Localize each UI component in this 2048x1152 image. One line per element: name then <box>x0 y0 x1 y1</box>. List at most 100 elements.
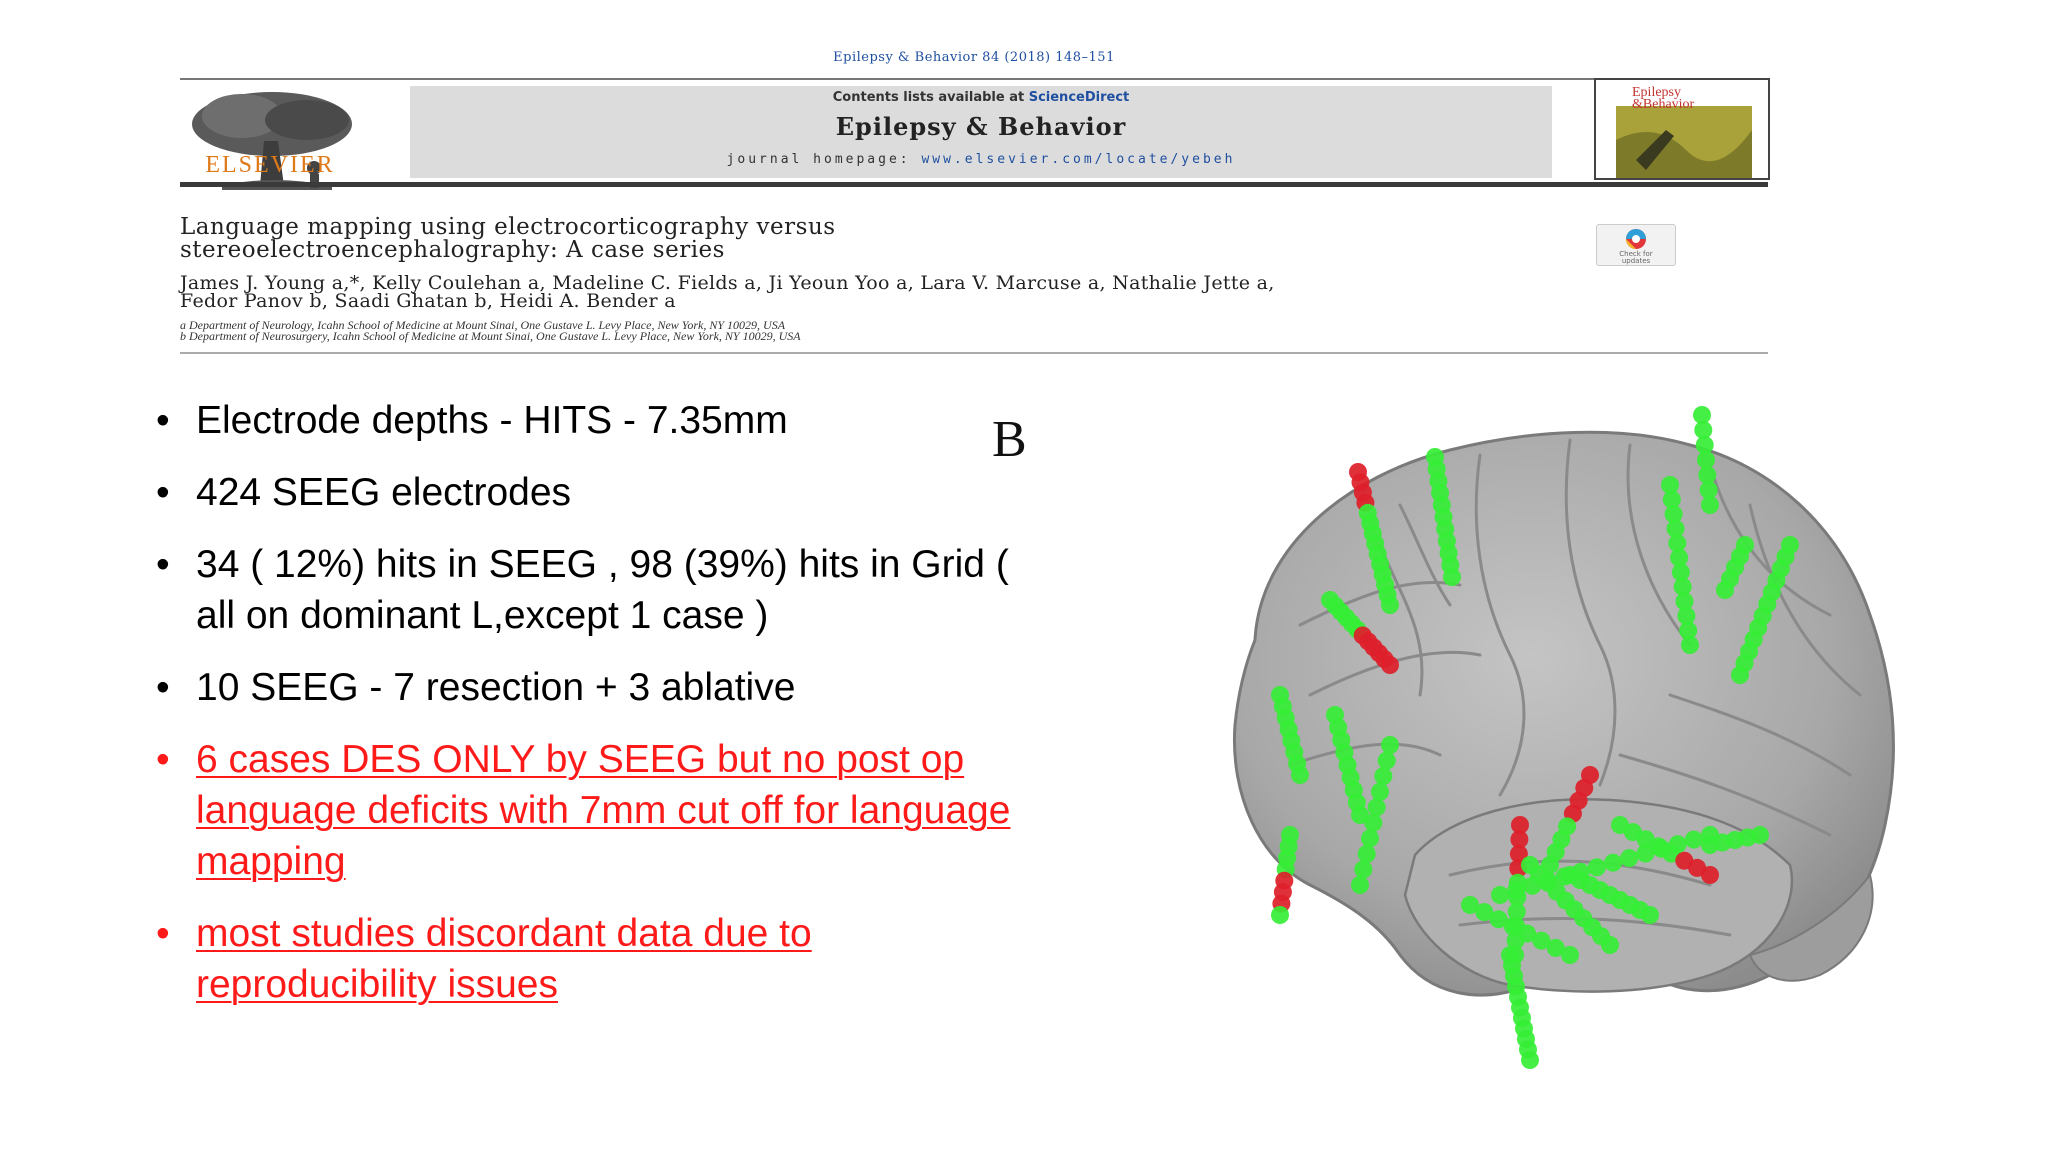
affiliation-neurology: a Department of Neurology, Icahn School … <box>180 318 786 332</box>
electrode-contact <box>1546 938 1565 957</box>
elsevier-tree-logo-icon <box>182 86 362 218</box>
check-updates-line1: Check for <box>1619 250 1653 258</box>
electrode-contact <box>1661 476 1679 494</box>
brain-cerebellum <box>1748 872 1874 982</box>
publisher-name: ELSEVIER <box>205 152 335 178</box>
electrode-contact <box>1291 766 1309 784</box>
figure-panel-label: B <box>992 411 1027 468</box>
electrode-contact <box>1561 946 1579 964</box>
journal-citation: Epilepsy & Behavior 84 (2018) 148–151 <box>833 50 1115 65</box>
electrode-contact <box>1652 839 1671 858</box>
bullet-text: 34 ( 12%) hits in SEEG , 98 (39%) hits i… <box>196 543 1009 637</box>
bullet-seeg-cases: • 10 SEEG - 7 resection + 3 ablative <box>150 662 1050 713</box>
check-for-updates-button[interactable]: Check for updates <box>1596 224 1676 266</box>
bullet-text: Electrode depths - HITS - 7.35mm <box>196 399 788 442</box>
electrode-contact <box>1571 862 1590 881</box>
bullet-marker: • <box>156 912 170 955</box>
electrode-contact <box>1503 917 1522 936</box>
bullet-text: 424 SEEG electrodes <box>196 471 572 514</box>
electrode-contact <box>1587 858 1606 877</box>
electrode-contact <box>1604 853 1623 872</box>
electrode-contact <box>1671 563 1690 582</box>
crossmark-icon <box>1626 229 1646 249</box>
electrode-contact <box>1684 830 1703 849</box>
electrode-contact <box>1701 496 1719 514</box>
header-thick-rule <box>180 182 1768 187</box>
electrode-contact <box>1367 798 1386 817</box>
electrode-contact <box>1381 736 1399 754</box>
electrode-contact <box>1507 902 1526 921</box>
electrode-contact-hit <box>1509 844 1528 863</box>
electrode-contact <box>1679 621 1698 640</box>
bullet-seeg-electrodes: • 424 SEEG electrodes <box>150 467 1050 518</box>
authors-line2: Fedor Panov b, Saadi Ghatan b, Heidi A. … <box>180 290 676 312</box>
electrode-contact <box>1518 924 1537 943</box>
electrode-contact <box>1539 872 1558 891</box>
electrode-contact <box>1668 835 1687 854</box>
electrode-contact <box>1673 577 1692 596</box>
bullet-marker: • <box>156 471 170 514</box>
sciencedirect-link[interactable]: ScienceDirect <box>1028 90 1130 105</box>
author-list: James J. Young a,*, Kelly Coulehan a, Ma… <box>180 272 1680 312</box>
electrode-contact <box>1601 936 1619 954</box>
electrode-contact <box>1751 826 1769 844</box>
electrode-contact <box>1695 436 1714 454</box>
electrode-contact <box>1475 903 1494 922</box>
electrode-contact-hit <box>1701 866 1719 884</box>
electrode-contact <box>1351 876 1369 894</box>
electrode-contact <box>1641 906 1659 924</box>
electrode-contact-hit <box>1381 656 1399 674</box>
article-title-line1: Language mapping using electrocorticogra… <box>180 214 836 240</box>
electrode-contact <box>1670 548 1689 567</box>
homepage-url-link[interactable]: www.elsevier.com/locate/yebeh <box>921 152 1236 167</box>
electrode-contacts <box>1271 406 1799 1069</box>
check-updates-line2: updates <box>1621 257 1651 265</box>
electrode-contact <box>1662 490 1681 509</box>
article-title-line2: stereoelectroencephalography: A case ser… <box>180 237 725 263</box>
electrode-contact <box>1357 844 1376 863</box>
electrode-contact <box>1381 596 1399 614</box>
electrode-contact-hit <box>1510 830 1529 849</box>
bullet-marker: • <box>156 543 170 586</box>
electrode-contact <box>1675 592 1694 611</box>
authors-line1: James J. Young a,*, Kelly Coulehan a, Ma… <box>180 272 1275 294</box>
electrode-contact <box>1271 906 1289 924</box>
electrode-contact <box>1532 931 1551 950</box>
bullet-marker: • <box>156 738 170 781</box>
electrode-contact <box>1364 813 1383 832</box>
contents-line: Contents lists available at ScienceDirec… <box>410 90 1552 105</box>
bullet-text: most studies discordant data due to repr… <box>196 912 812 1006</box>
electrode-contact <box>1620 849 1639 868</box>
homepage-line: journal homepage: www.elsevier.com/locat… <box>410 152 1552 167</box>
electrode-contact <box>1354 860 1373 879</box>
electrode-contact-hit <box>1511 816 1529 834</box>
electrode-contact <box>1377 751 1396 770</box>
electrode-contact <box>1699 481 1718 499</box>
electrode-contact <box>1664 505 1683 524</box>
electrode-contact <box>1555 867 1574 886</box>
homepage-prefix: journal homepage: <box>726 152 922 167</box>
bullet-des-only: • 6 cases DES ONLY by SEEG but no post o… <box>150 734 1050 887</box>
findings-bullet-list: • Electrode depths - HITS - 7.35mm • 424… <box>150 395 1050 1031</box>
electrode-contact <box>1351 806 1369 824</box>
electrode-contact <box>1361 829 1379 848</box>
electrode-contact <box>1693 406 1711 424</box>
journal-banner: Contents lists available at ScienceDirec… <box>410 86 1552 178</box>
cover-art-icon: Epilepsy &Behavior <box>1596 80 1768 178</box>
electrode-contact <box>1697 451 1715 469</box>
affiliations: a Department of Neurology, Icahn School … <box>180 318 1280 343</box>
bullet-text: 10 SEEG - 7 resection + 3 ablative <box>196 666 796 709</box>
bullet-marker: • <box>156 666 170 709</box>
brain-sulci <box>1288 438 1862 937</box>
electrode-contact <box>1681 636 1699 654</box>
electrode-contact <box>1489 910 1508 929</box>
header-rule <box>180 78 1768 80</box>
electrode-contact <box>1636 844 1655 863</box>
electrode-contact <box>1731 666 1749 684</box>
electrode-contact <box>1371 782 1389 801</box>
electrode-contact <box>1507 881 1526 900</box>
bullet-text: 6 cases DES ONLY by SEEG but no post op … <box>196 738 1011 883</box>
bullet-electrode-depths: • Electrode depths - HITS - 7.35mm <box>150 395 1050 446</box>
affiliation-neurosurgery: b Department of Neurosurgery, Icahn Scho… <box>180 329 801 343</box>
electrode-contact <box>1491 886 1509 904</box>
